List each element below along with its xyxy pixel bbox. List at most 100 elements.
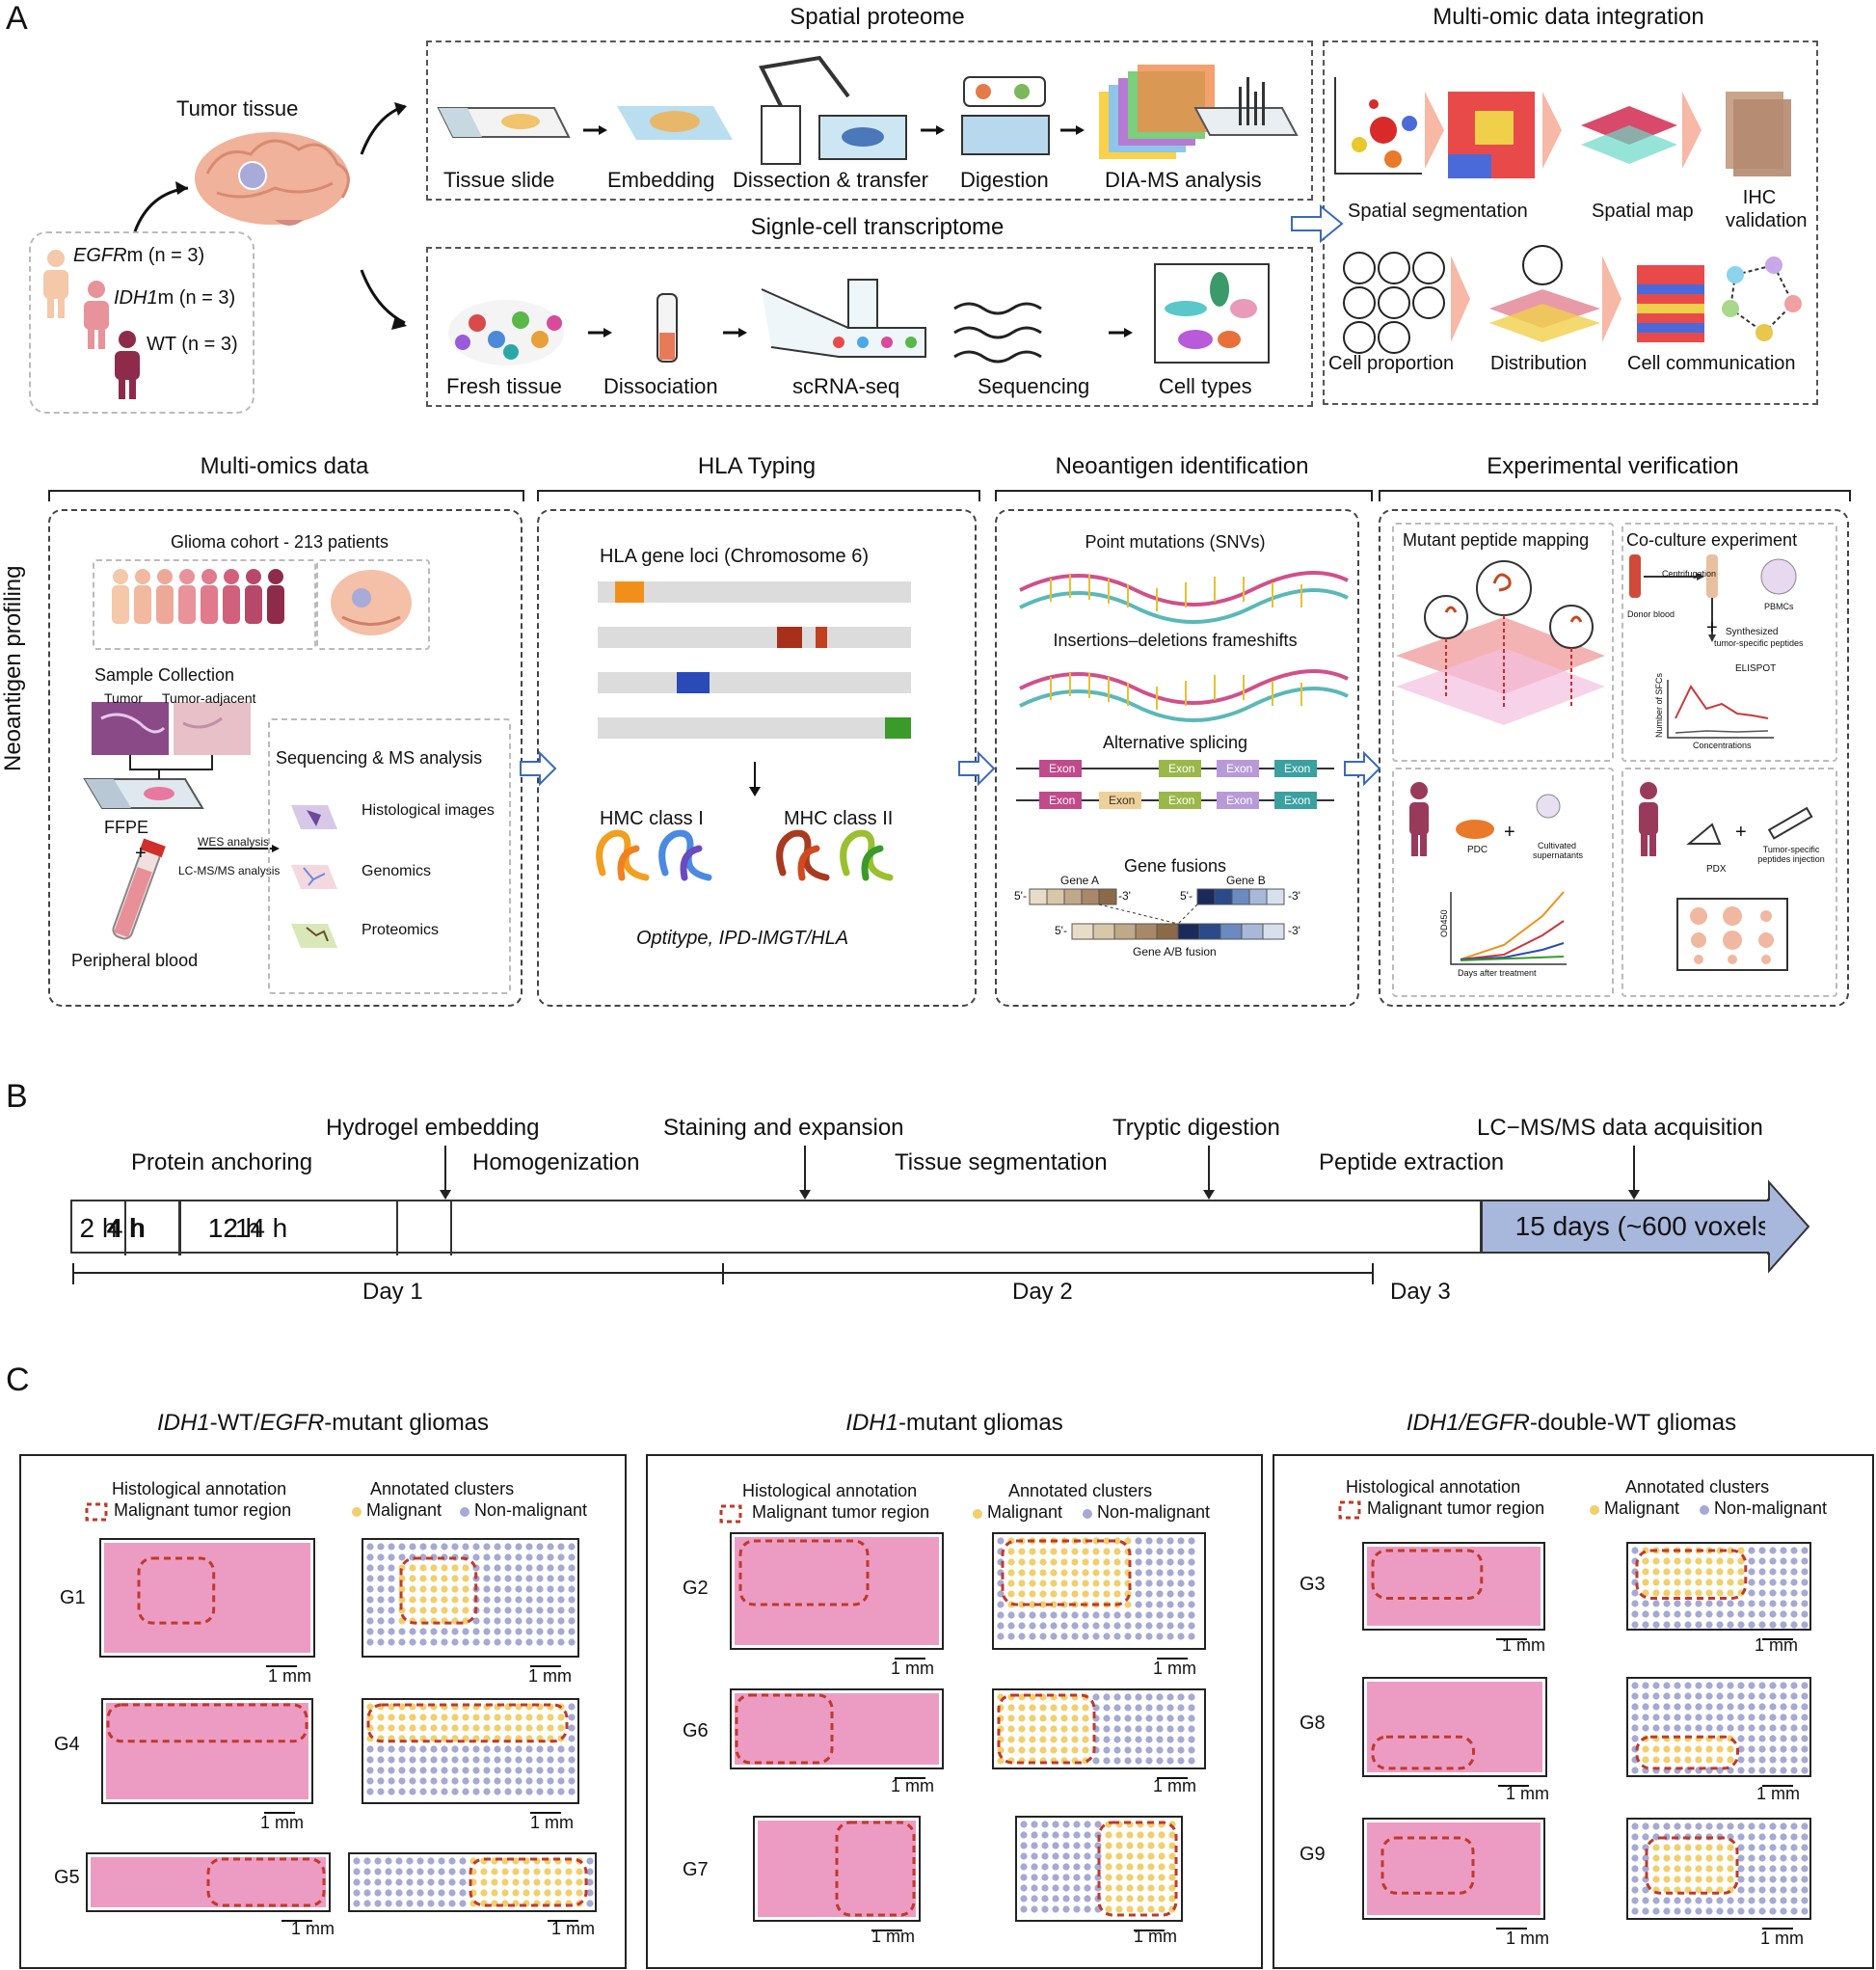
malignant-spot-g5 — [491, 1889, 498, 1897]
malignant-spot-g9 — [1705, 1865, 1713, 1873]
non-malignant-spot-g2 — [1188, 1601, 1195, 1608]
non-malignant-spot-g9 — [1716, 1897, 1724, 1904]
non-malignant-spot-g9 — [1737, 1833, 1745, 1841]
non-malignant-spot-g1 — [515, 1617, 523, 1625]
malignant-spot-g7 — [1168, 1831, 1176, 1839]
non-malignant-spot-g5 — [448, 1889, 456, 1897]
non-malignant-spot-g7 — [1031, 1874, 1038, 1881]
non-malignant-spot-g3 — [1727, 1621, 1734, 1629]
ihc-icon — [1726, 92, 1791, 176]
non-malignant-spot-g4 — [409, 1756, 416, 1764]
non-malignant-spot-g1 — [557, 1596, 565, 1604]
non-malignant-spot-g8 — [1674, 1724, 1681, 1732]
non-malignant-spot-g4 — [398, 1777, 406, 1785]
malignant-spot-g7 — [1126, 1895, 1134, 1903]
pbmcs-label: PBMCs — [1764, 602, 1794, 611]
non-malignant-spot-g7 — [1062, 1842, 1070, 1849]
malignant-spot-g9 — [1663, 1876, 1671, 1883]
malignant-spot-g2 — [1103, 1537, 1111, 1545]
malignant-spot-g9 — [1727, 1854, 1734, 1862]
group3-title: IDH1/EGFR-double-WT gliomas — [1406, 1410, 1737, 1436]
non-malignant-spot-g1 — [483, 1617, 491, 1625]
non-malignant-spot-g7 — [1062, 1821, 1070, 1828]
non-malignant-spot-g6 — [1156, 1693, 1164, 1701]
malignant-spot-g8 — [1652, 1745, 1660, 1753]
non-malignant-spot-g2 — [1007, 1611, 1015, 1619]
non-malignant-spot-g2 — [1124, 1611, 1132, 1619]
non-malignant-spot-g1 — [568, 1575, 576, 1582]
malignant-spot-g6 — [1018, 1714, 1026, 1722]
non-malignant-spot-g7 — [1052, 1905, 1059, 1913]
non-malignant-spot-g5 — [385, 1878, 392, 1886]
non-malignant-spot-g4 — [409, 1777, 416, 1785]
non-malignant-spot-g3 — [1684, 1600, 1692, 1607]
non-malignant-spot-g8 — [1674, 1692, 1681, 1700]
malignant-spot-g2 — [1060, 1569, 1068, 1577]
non-malignant-spot-g8 — [1652, 1692, 1660, 1700]
non-malignant-spot-g5 — [586, 1889, 594, 1897]
multiomics-title: Multi-omics data — [200, 453, 369, 479]
cultivated-label: Cultivated — [1538, 841, 1577, 850]
non-malignant-spot-g8 — [1695, 1692, 1702, 1700]
non-malignant-spot-g9 — [1801, 1865, 1809, 1873]
malignant-spot-g2 — [1039, 1569, 1047, 1577]
non-malignant-spot-g9 — [1737, 1897, 1745, 1904]
non-malignant-spot-g5 — [416, 1878, 424, 1886]
non-malignant-spot-g4 — [557, 1767, 565, 1774]
non-malignant-spot-g3 — [1801, 1600, 1809, 1607]
non-malignant-spot-g9 — [1748, 1907, 1755, 1915]
cluster-tumor-outline-g9 — [1645, 1836, 1739, 1895]
non-malignant-spot-g6 — [1177, 1714, 1185, 1722]
seg-peptide: 4 h — [108, 1213, 146, 1243]
non-malignant-spot-g4 — [547, 1745, 554, 1753]
non-malignant-spot-g9 — [1758, 1844, 1766, 1851]
malignant-spot-g5 — [491, 1878, 498, 1886]
non-malignant-spot-g4 — [398, 1745, 406, 1753]
non-malignant-spot-g8 — [1790, 1703, 1798, 1711]
non-malignant-spot-g1 — [547, 1638, 554, 1646]
non-malignant-spot-g2 — [997, 1601, 1005, 1608]
non-malignant-spot-g1 — [504, 1638, 512, 1646]
non-malignant-spot-g5 — [395, 1889, 403, 1897]
non-malignant-spot-g9 — [1631, 1865, 1639, 1873]
hist-tumor-outline-g3 — [1371, 1549, 1484, 1600]
malignant-spot-g1 — [462, 1564, 469, 1572]
non-malignant-spot-g2 — [997, 1611, 1005, 1619]
non-malignant-spot-g3 — [1705, 1621, 1713, 1629]
peptide-map-icon — [1396, 560, 1605, 725]
malignant-spot-g7 — [1126, 1874, 1134, 1881]
malignant-spot-g6 — [1039, 1704, 1047, 1712]
non-malignant-spot-g2 — [1135, 1590, 1142, 1598]
non-malignant-spot-g8 — [1631, 1767, 1639, 1774]
non-malignant-spot-g6 — [1124, 1693, 1132, 1701]
cohort-people-box — [93, 559, 316, 650]
hist-tissue-g4 — [106, 1703, 308, 1799]
non-malignant-spot-g3 — [1705, 1610, 1713, 1618]
non-malignant-spot-g9 — [1801, 1886, 1809, 1894]
malignant-spot-g1 — [451, 1596, 459, 1604]
identification-box — [995, 509, 1359, 1007]
non-malignant-spot-g9 — [1748, 1897, 1755, 1904]
non-malignant-spot-g3 — [1748, 1579, 1755, 1586]
non-malignant-spot-g3 — [1748, 1568, 1755, 1576]
malignant-spot-g5 — [576, 1878, 583, 1886]
non-malignant-spot-g8 — [1769, 1735, 1777, 1742]
b-hydrogel: Hydrogel embedding — [326, 1115, 540, 1141]
malignant-spot-g7 — [1105, 1842, 1112, 1849]
malignant-spot-g1 — [451, 1564, 459, 1572]
non-malignant-spot-g2 — [1113, 1611, 1121, 1619]
non-malignant-spot-g7 — [1073, 1831, 1081, 1839]
g1-malignant: Malignant — [366, 1500, 442, 1520]
malignant-spot-g1 — [441, 1575, 448, 1582]
non-malignant-spot-g1 — [557, 1617, 565, 1625]
non-malignant-spot-g1 — [504, 1617, 512, 1625]
non-malignant-spot-g4 — [525, 1745, 533, 1753]
malignant-spot-g7 — [1126, 1863, 1134, 1871]
malignant-spot-g4 — [451, 1724, 459, 1732]
malignant-spot-g8 — [1663, 1756, 1671, 1764]
non-malignant-spot-g2 — [1177, 1558, 1185, 1566]
non-malignant-spot-g8 — [1631, 1682, 1639, 1689]
malignant-spot-g4 — [504, 1714, 512, 1721]
